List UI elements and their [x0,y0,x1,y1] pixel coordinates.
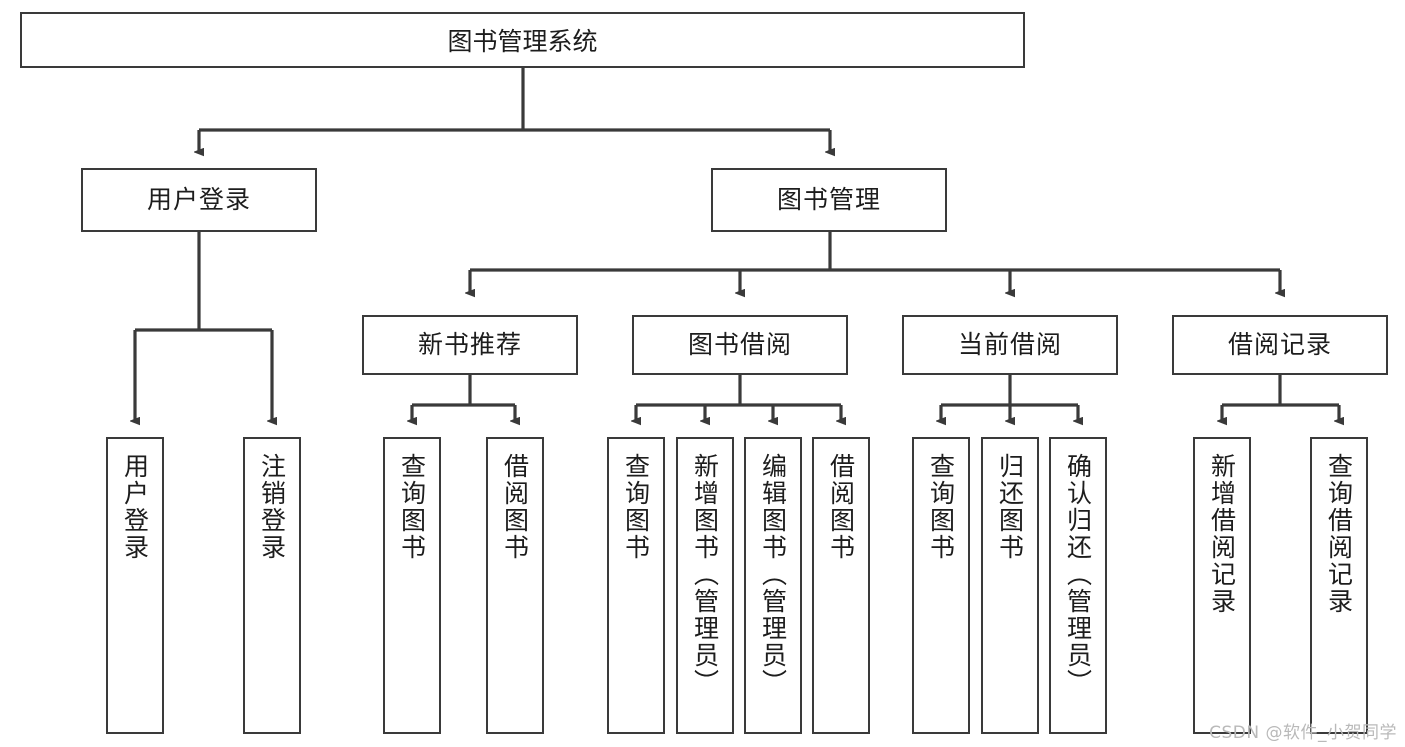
node-current-borrow[interactable]: 当前借阅 [902,315,1118,375]
node-borrow-record[interactable]: 借阅记录 [1172,315,1388,375]
node-label: 查询借阅记录 [1324,453,1354,615]
leaf-current-borrow-confirm-return-admin[interactable]: 确认归还（管理员） [1049,437,1107,734]
leaf-book-borrow-edit-book-admin[interactable]: 编辑图书（管理员） [744,437,802,734]
node-label: 用户登录 [120,453,150,561]
node-label: 当前借阅 [957,330,1062,360]
leaf-book-borrow-borrow-book[interactable]: 借阅图书 [812,437,870,734]
node-label: 图书借阅 [687,330,792,360]
node-label: 用户登录 [146,185,251,215]
node-label: 查询图书 [621,453,651,561]
leaf-user-login-logout[interactable]: 注销登录 [243,437,301,734]
leaf-new-book-borrow-book[interactable]: 借阅图书 [486,437,544,734]
node-label: 借阅记录 [1227,330,1332,360]
node-book-management[interactable]: 图书管理 [711,168,947,232]
node-label: 查询图书 [397,453,427,561]
node-label: 新书推荐 [417,330,522,360]
leaf-borrow-record-add-record[interactable]: 新增借阅记录 [1193,437,1251,734]
leaf-user-login-login[interactable]: 用户登录 [106,437,164,734]
leaf-current-borrow-return-book[interactable]: 归还图书 [981,437,1039,734]
node-label: 新增借阅记录 [1207,453,1237,615]
node-label: 确认归还（管理员） [1063,453,1093,696]
node-book-borrow[interactable]: 图书借阅 [632,315,848,375]
csdn-watermark: CSDN @软件_小贺同学 [1209,723,1397,743]
leaf-current-borrow-query-book[interactable]: 查询图书 [912,437,970,734]
node-label: 图书管理 [776,185,881,215]
leaf-new-book-query-book[interactable]: 查询图书 [383,437,441,734]
node-label: 借阅图书 [826,453,856,561]
node-user-login[interactable]: 用户登录 [81,168,317,232]
node-label: 注销登录 [257,453,287,561]
leaf-book-borrow-add-book-admin[interactable]: 新增图书（管理员） [676,437,734,734]
node-label: 借阅图书 [500,453,530,561]
node-new-book-recommend[interactable]: 新书推荐 [362,315,578,375]
node-label: 新增图书（管理员） [690,453,720,696]
node-root-book-management-system[interactable]: 图书管理系统 [20,12,1025,68]
leaf-borrow-record-query-record[interactable]: 查询借阅记录 [1310,437,1368,734]
node-label: 查询图书 [926,453,956,561]
node-label: 图书管理系统 [447,27,598,56]
node-label: 归还图书 [995,453,1025,561]
node-label: 编辑图书（管理员） [758,453,788,696]
leaf-book-borrow-query-book[interactable]: 查询图书 [607,437,665,734]
